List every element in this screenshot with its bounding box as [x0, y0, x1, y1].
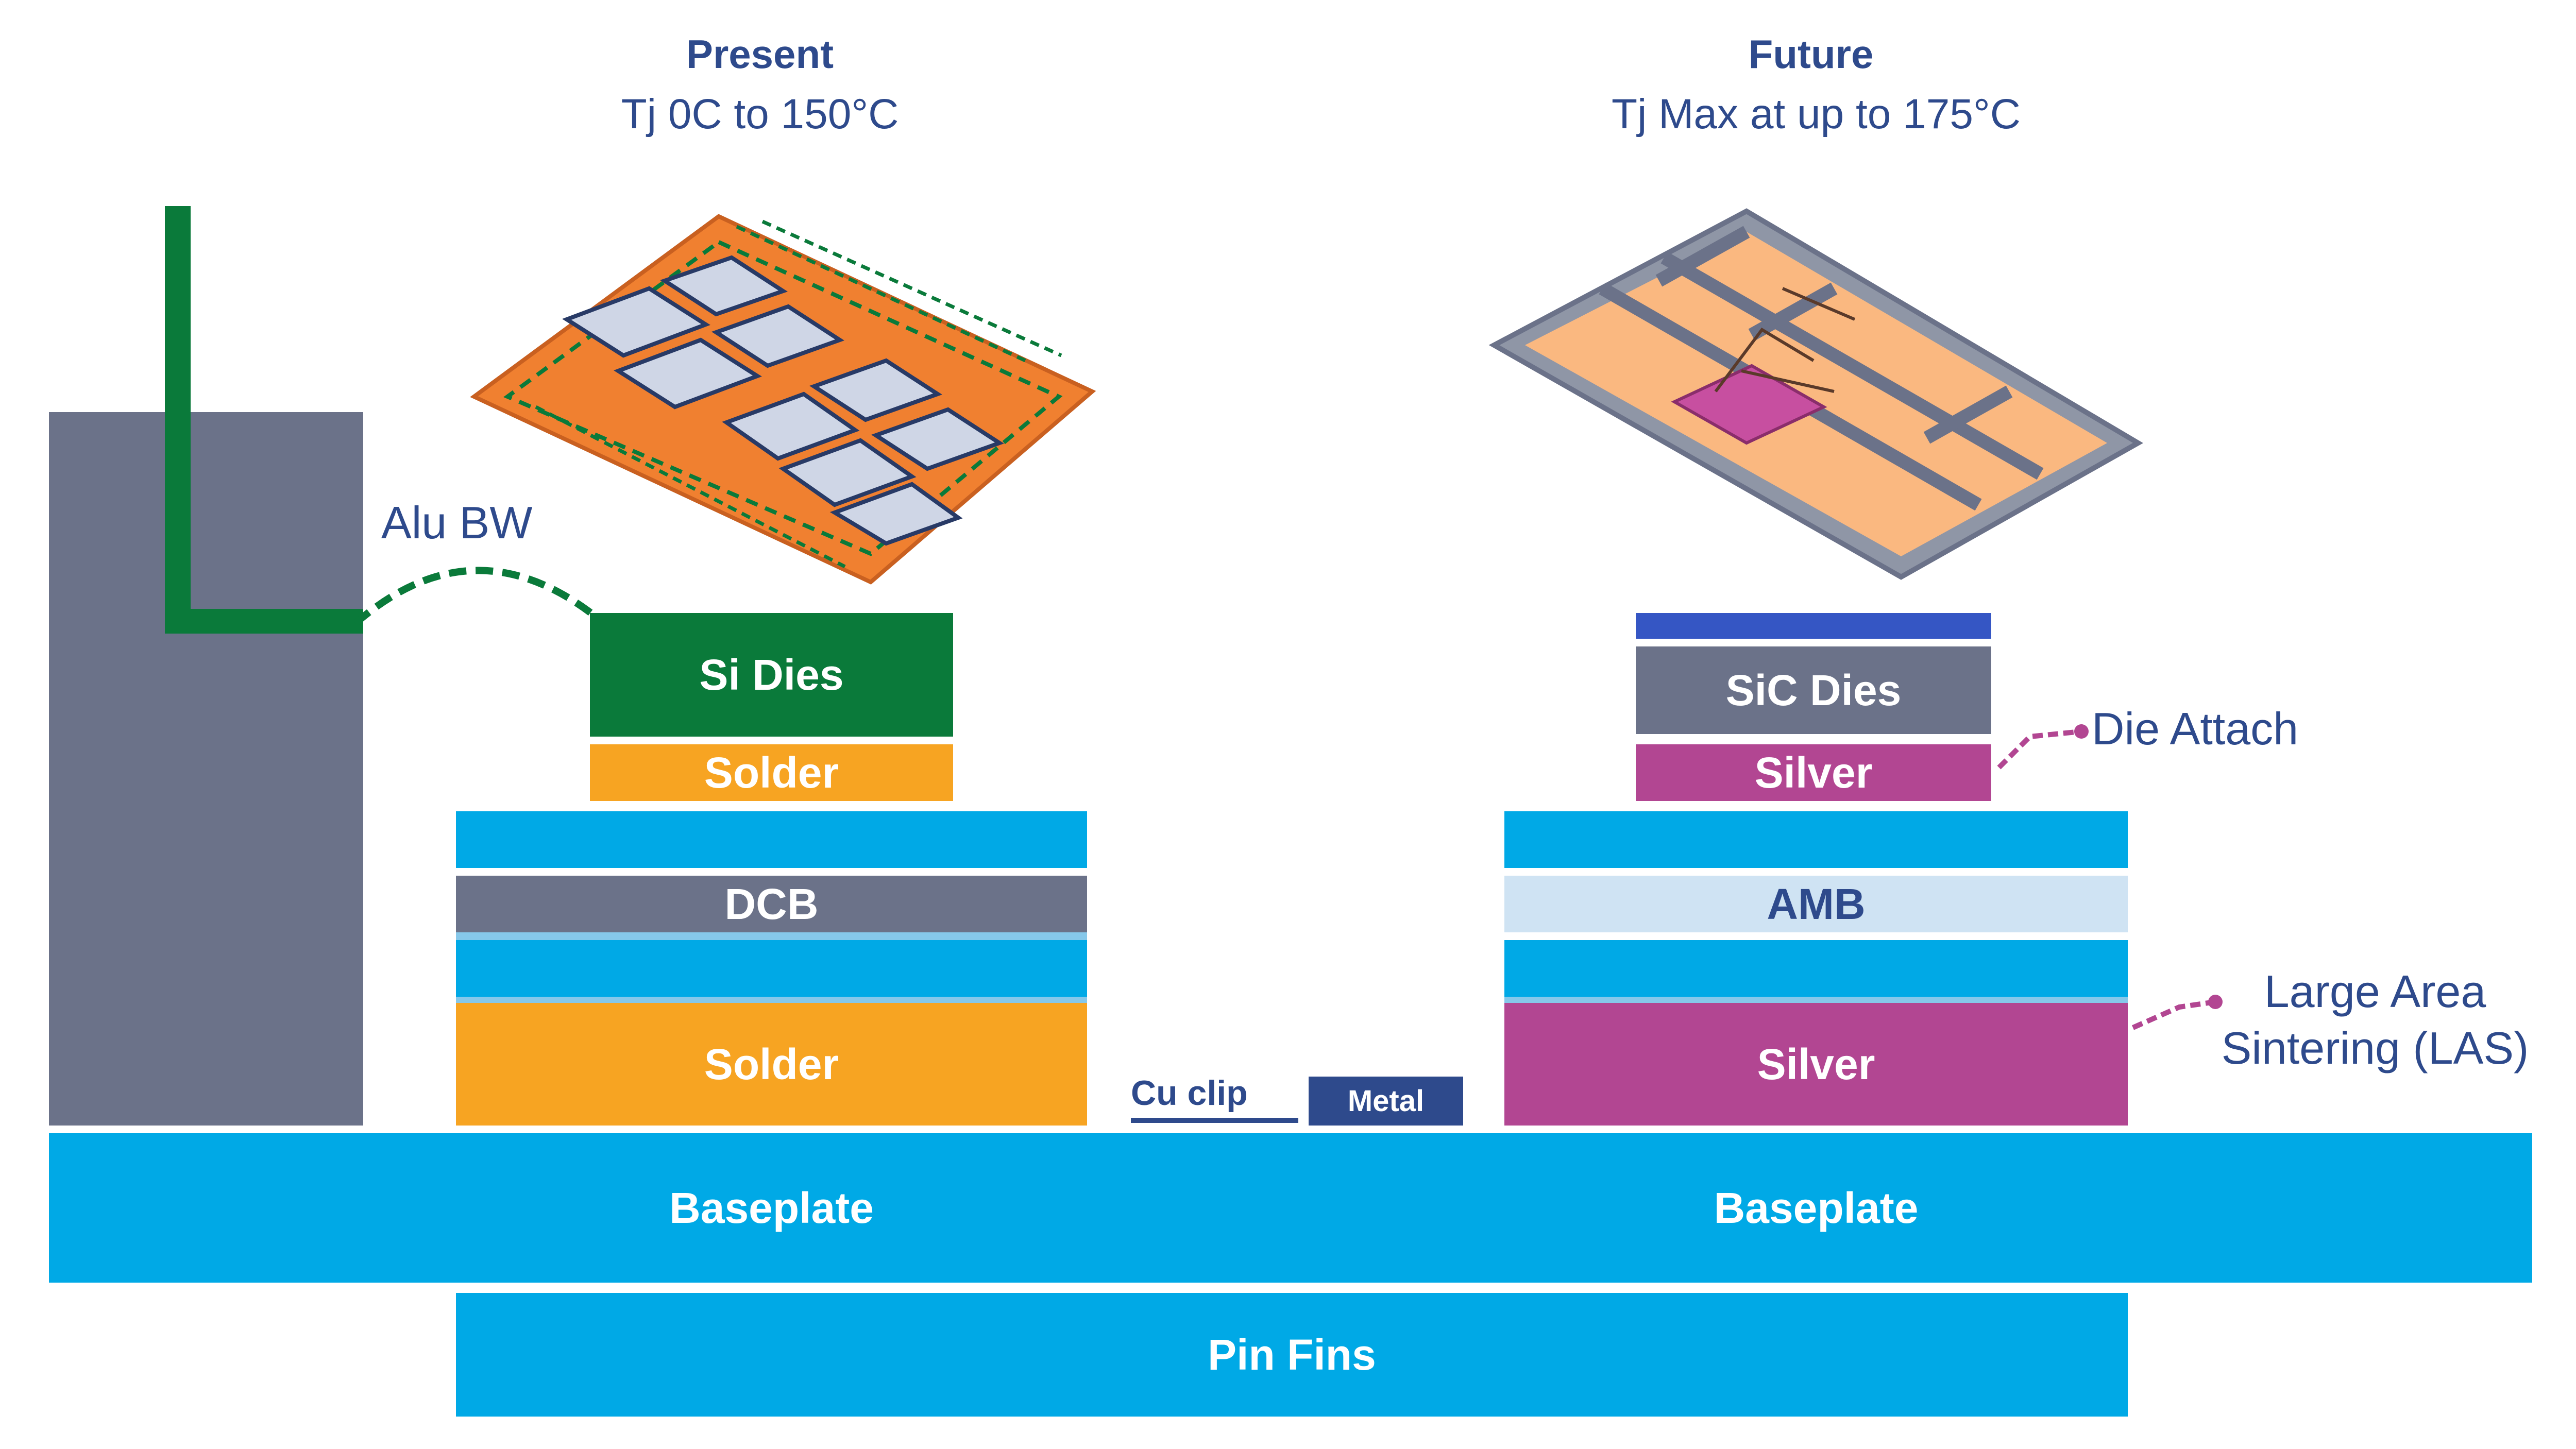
metal-legend-swatch: Metal — [1309, 1077, 1463, 1126]
present-solder-top: Solder — [590, 744, 953, 801]
future-silver-die-attach: Silver — [1636, 744, 1991, 801]
future-copper-top — [1504, 811, 2128, 868]
las-callout-line — [2131, 999, 2216, 1030]
future-top-metallization — [1636, 613, 1991, 639]
future-sic-dies: SiC Dies — [1636, 646, 1991, 734]
bond-wire — [353, 567, 600, 626]
present-copper-top — [456, 811, 1087, 868]
future-amb-ceramic: AMB — [1504, 876, 2128, 932]
present-dcb-ceramic: DCB — [456, 876, 1087, 932]
present-dcb-separator — [456, 932, 1087, 940]
cu-clip-legend-label: Cu clip — [1131, 1073, 1248, 1113]
future-module-illustration — [1488, 208, 2143, 580]
future-las-separator — [1504, 997, 2128, 1003]
future-subtitle: Tj Max at up to 175°C — [1612, 91, 2021, 138]
power-terminal-block — [49, 412, 363, 1126]
copper-lead — [165, 206, 363, 634]
bond-wire-label: Alu BW — [381, 497, 533, 548]
present-solder-bottom: Solder — [456, 1003, 1087, 1126]
present-si-dies: Si Dies — [590, 613, 953, 737]
baseplate-left-label: Baseplate — [669, 1183, 874, 1232]
pin-fins: Pin Fins — [456, 1293, 2128, 1417]
las-callout-line1: Large Area — [2264, 966, 2486, 1017]
future-silver-las: Silver — [1504, 1003, 2128, 1126]
die-attach-callout: Die Attach — [2092, 703, 2299, 754]
future-title: Future — [1748, 31, 1874, 77]
future-copper-bottom — [1504, 940, 2128, 997]
baseplate — [49, 1133, 2532, 1283]
las-callout-line2: Sintering (LAS) — [2221, 1022, 2529, 1073]
present-subtitle: Tj 0C to 150°C — [621, 91, 899, 138]
present-module-illustration — [470, 214, 1096, 585]
las-callout: Large Area Sintering (LAS) — [2179, 963, 2571, 1087]
present-title: Present — [686, 31, 834, 77]
baseplate-right-label: Baseplate — [1714, 1183, 1919, 1232]
die-attach-callout-line — [1997, 729, 2082, 770]
present-copper-bottom — [456, 940, 1087, 997]
present-solder-separator — [456, 997, 1087, 1003]
